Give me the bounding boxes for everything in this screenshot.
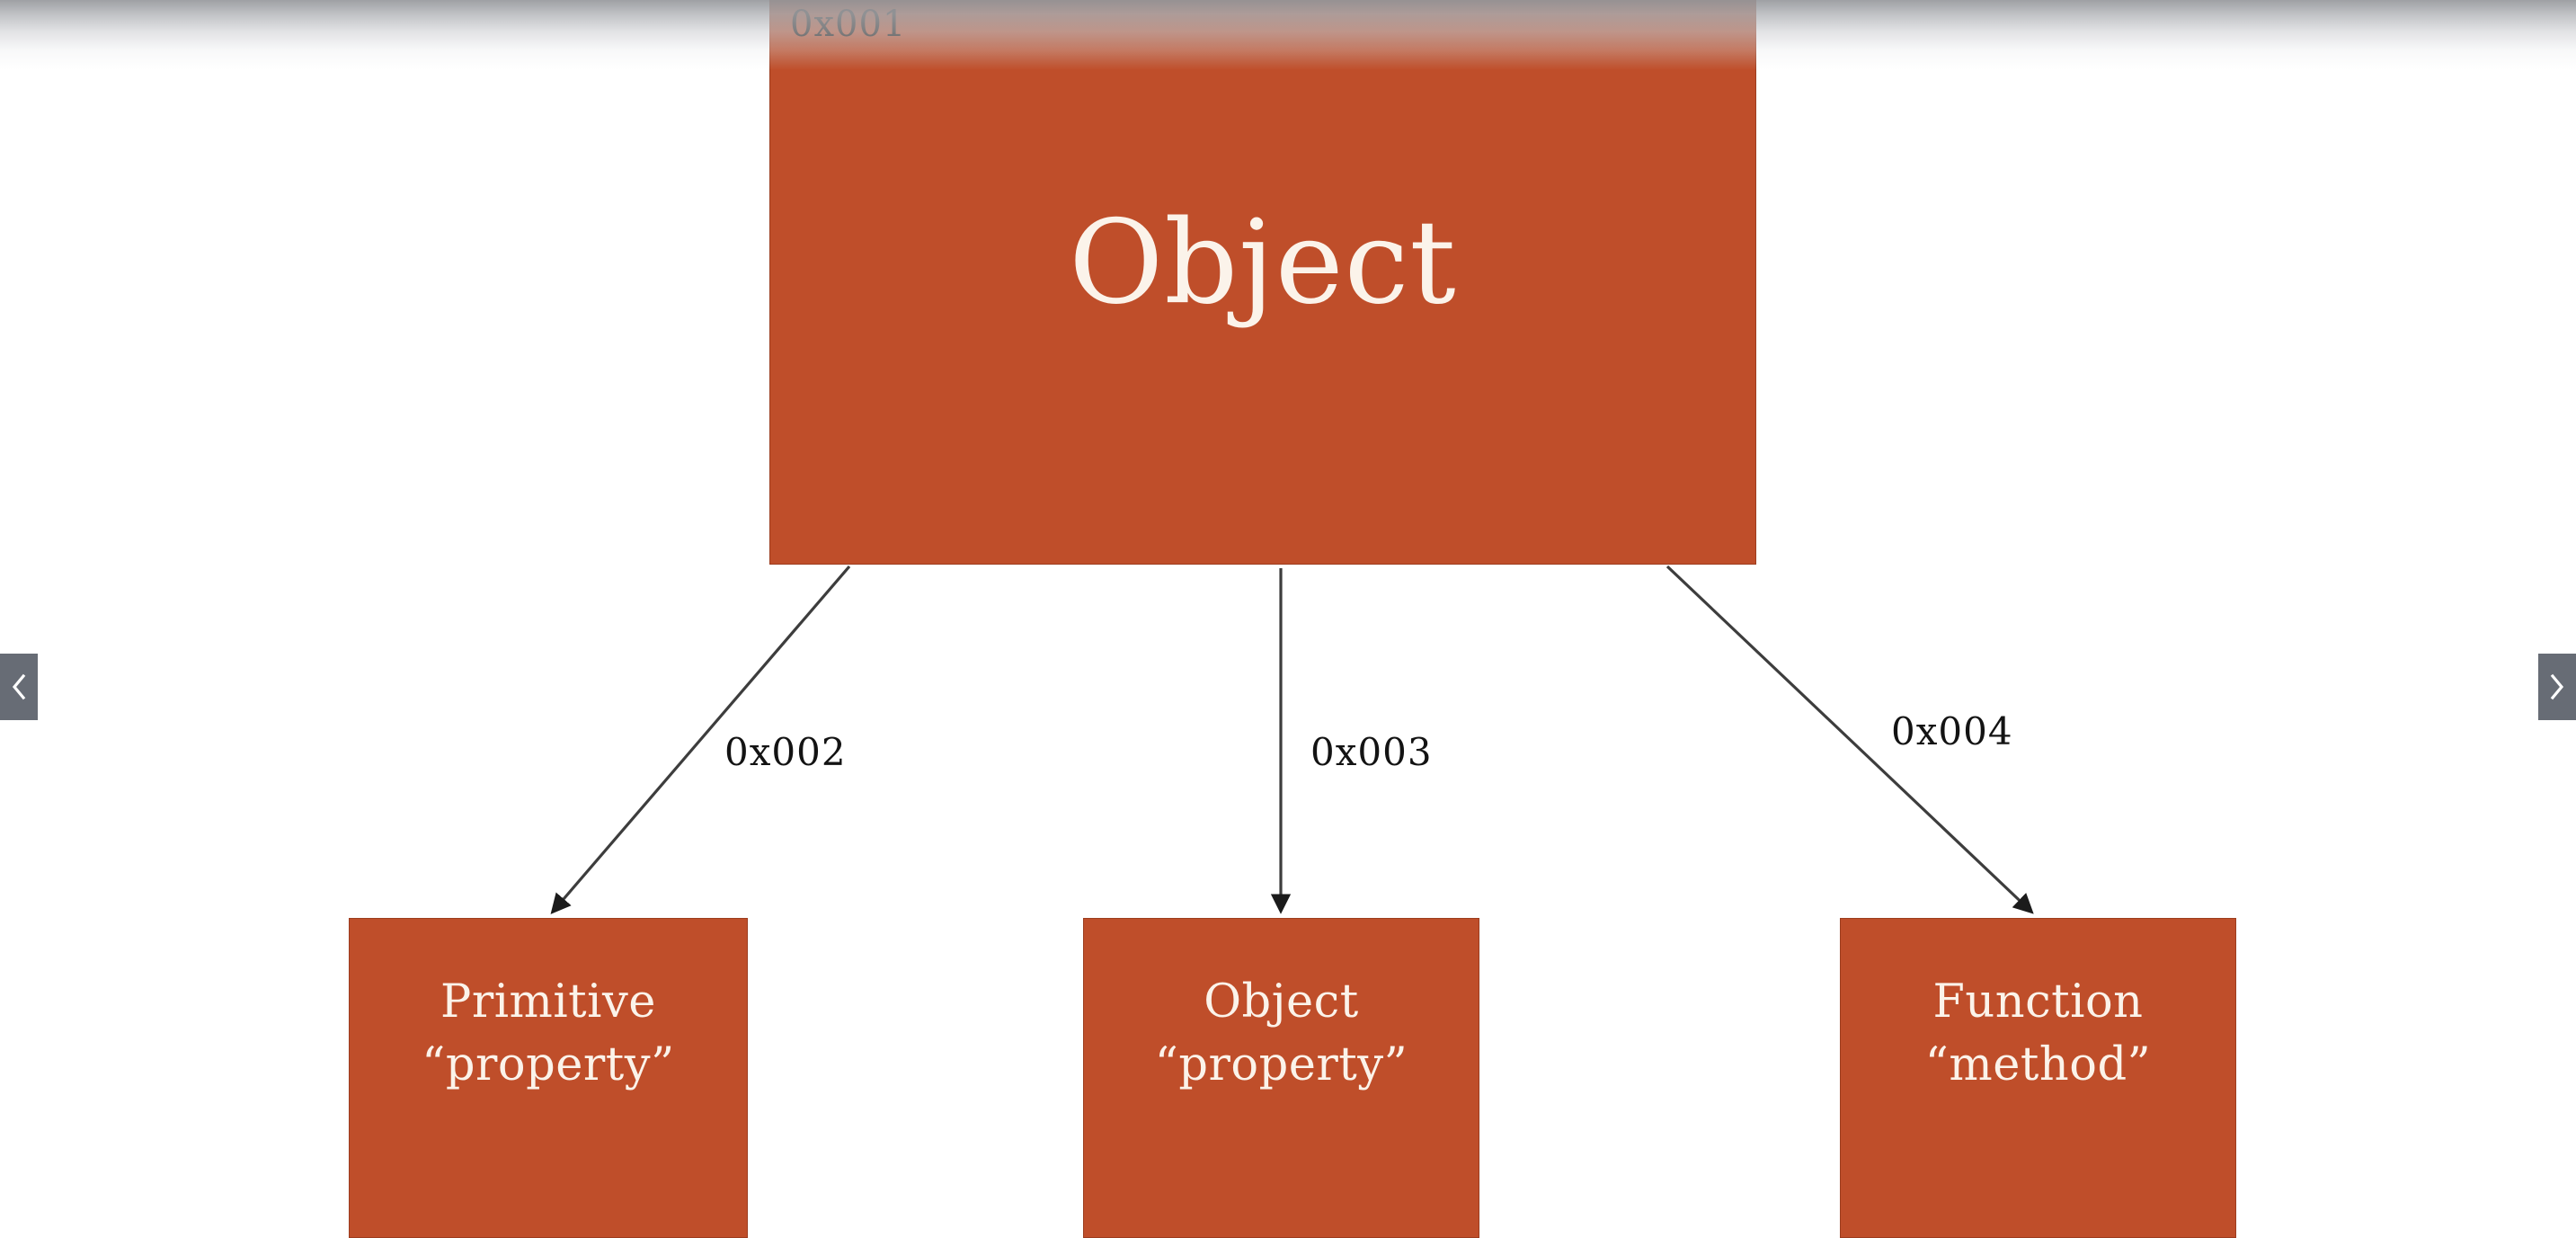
node-primitive-property[interactable]: Primitive “property”: [349, 918, 748, 1238]
leaf-line-2: “property”: [422, 1038, 675, 1092]
leaf-line-1: Object: [1204, 975, 1359, 1029]
node-function-method[interactable]: Function “method”: [1840, 918, 2236, 1238]
chevron-right-icon: [2548, 672, 2566, 701]
previous-slide-button[interactable]: [0, 654, 38, 720]
leaf-line-1: Primitive: [440, 975, 656, 1029]
leaf-line-1: Function: [1932, 975, 2144, 1029]
leaf-line-2: “method”: [1924, 1038, 2152, 1092]
chevron-left-icon: [10, 672, 28, 701]
node-object-property[interactable]: Object “property”: [1083, 918, 1479, 1238]
node-object-root[interactable]: 0x001 Object: [769, 0, 1756, 565]
edge-label-0x002: 0x002: [724, 730, 847, 774]
root-title: Object: [1069, 196, 1457, 330]
edge-label-0x003: 0x003: [1310, 730, 1433, 774]
edge-label-0x004: 0x004: [1891, 709, 2013, 753]
next-slide-button[interactable]: [2538, 654, 2576, 720]
leaf-label-primitive: Primitive “property”: [350, 971, 747, 1098]
leaf-line-2: “property”: [1154, 1038, 1408, 1092]
root-address-label: 0x001: [790, 4, 907, 45]
leaf-label-object: Object “property”: [1084, 971, 1479, 1098]
leaf-label-function: Function “method”: [1841, 971, 2235, 1098]
